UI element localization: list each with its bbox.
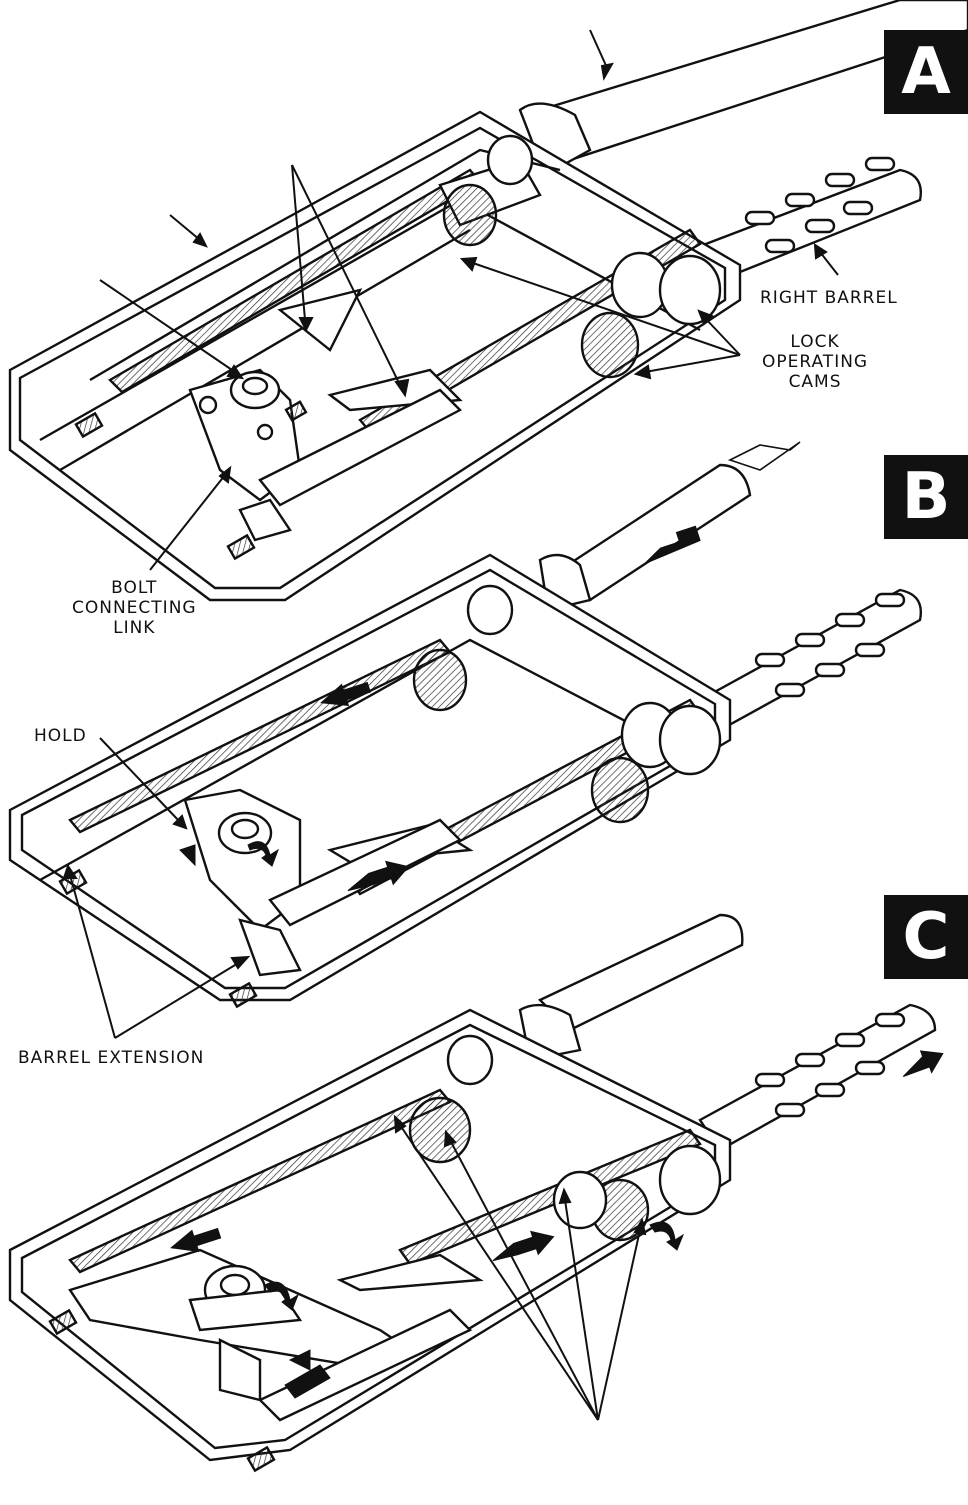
right-barrel-c bbox=[698, 1003, 937, 1152]
panel-badge-c: C bbox=[884, 895, 968, 979]
panel-a-leaders bbox=[99, 29, 839, 571]
panel-b-leaders bbox=[62, 737, 251, 1039]
receiver-housing-b bbox=[8, 553, 732, 1002]
panel-b-drawing bbox=[8, 441, 922, 1009]
label-lock-operating-cams-line-3: CAMS bbox=[788, 372, 842, 392]
left-barrel-recoiling bbox=[558, 463, 752, 602]
label-bolt-connecting-link-line-3: LINK bbox=[113, 618, 156, 638]
label-bolt-connecting-link-line-2: CONNECTING bbox=[72, 598, 197, 618]
label-hold: HOLD bbox=[34, 726, 87, 746]
panel-c-leaders bbox=[393, 1114, 647, 1421]
panel-c-arrows bbox=[170, 1050, 944, 1399]
receiver-housing bbox=[8, 110, 742, 602]
label-lock-operating-cams-line-2: OPERATING bbox=[762, 352, 869, 372]
label-barrel-extension: BARREL EXTENSION bbox=[18, 1048, 205, 1068]
panel-badge-a: A bbox=[884, 30, 968, 114]
right-barrel-b bbox=[698, 588, 922, 732]
label-lock-operating-cams: LOCK OPERATING CAMS bbox=[762, 332, 868, 392]
label-bolt-connecting-link: BOLT CONNECTING LINK bbox=[72, 578, 197, 638]
panel-badge-b: B bbox=[884, 455, 968, 539]
panel-b-arrows bbox=[179, 525, 701, 892]
left-barrel-c bbox=[537, 913, 744, 1032]
label-lock-operating-cams-line-1: LOCK bbox=[790, 332, 840, 352]
receiver-housing-c bbox=[8, 1008, 732, 1462]
label-bolt-connecting-link-line-1: BOLT bbox=[111, 578, 158, 598]
panel-c-drawing bbox=[8, 913, 937, 1473]
label-right-barrel: RIGHT BARREL bbox=[760, 288, 898, 308]
panel-a-drawing bbox=[8, 0, 968, 602]
